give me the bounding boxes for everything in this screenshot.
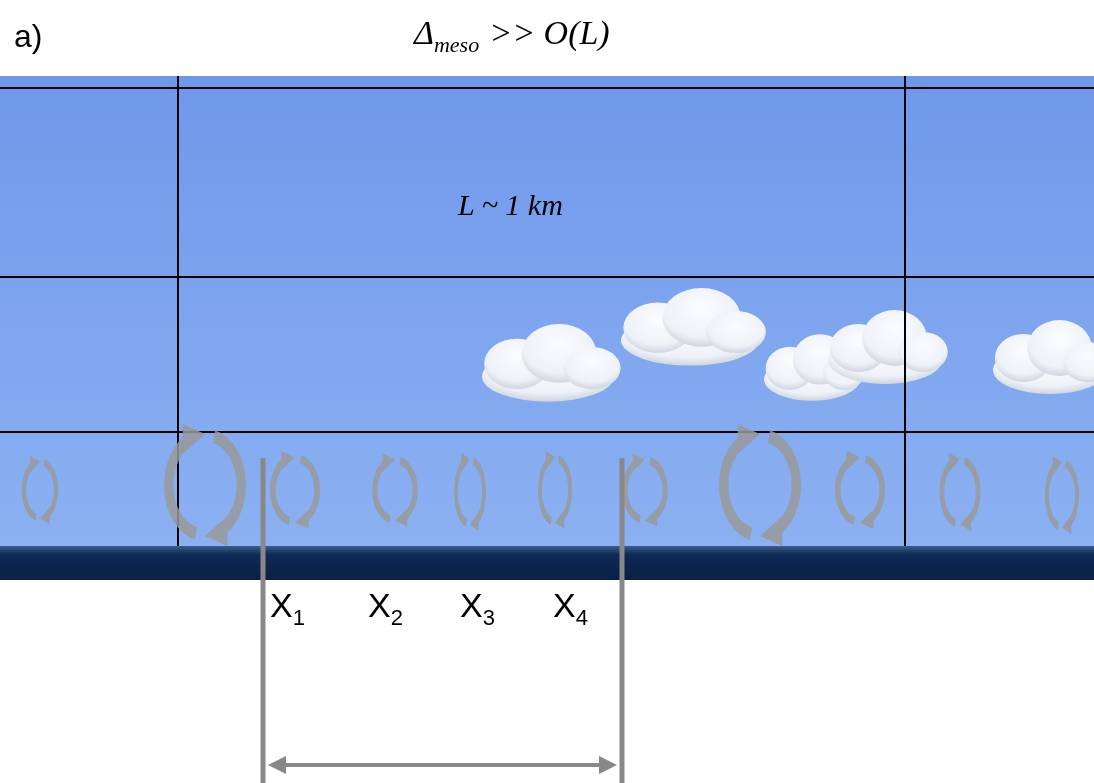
sample-point: X1	[270, 586, 305, 631]
point-index: 1	[293, 605, 305, 630]
point-symbol: X	[553, 586, 576, 624]
point-index: 3	[483, 605, 495, 630]
grid-lines	[0, 76, 1094, 546]
point-symbol: X	[460, 586, 483, 624]
panel-letter: a)	[14, 18, 42, 54]
length-scale-label: L ~ 1 km	[458, 188, 563, 221]
subscript: meso	[434, 32, 479, 57]
clouds	[482, 288, 1094, 402]
sample-point: X2	[368, 586, 403, 631]
length-scale: L ~ 1 km	[458, 188, 563, 222]
symbol: Δ	[414, 14, 434, 51]
sample-point: X3	[460, 586, 495, 631]
sea-surface	[0, 546, 1094, 580]
averaging-bracket	[263, 458, 622, 783]
sky-ground	[0, 76, 1094, 548]
panel-letter: a)	[14, 18, 42, 55]
sample-point: X4	[553, 586, 588, 631]
point-index: 2	[391, 605, 403, 630]
scale-relation: Δmeso >> O(L)	[414, 14, 610, 58]
point-index: 4	[576, 605, 588, 630]
relation: >> O(L)	[489, 14, 610, 51]
point-symbol: X	[368, 586, 391, 624]
point-symbol: X	[270, 586, 293, 624]
turbulent-eddies	[24, 424, 1077, 546]
